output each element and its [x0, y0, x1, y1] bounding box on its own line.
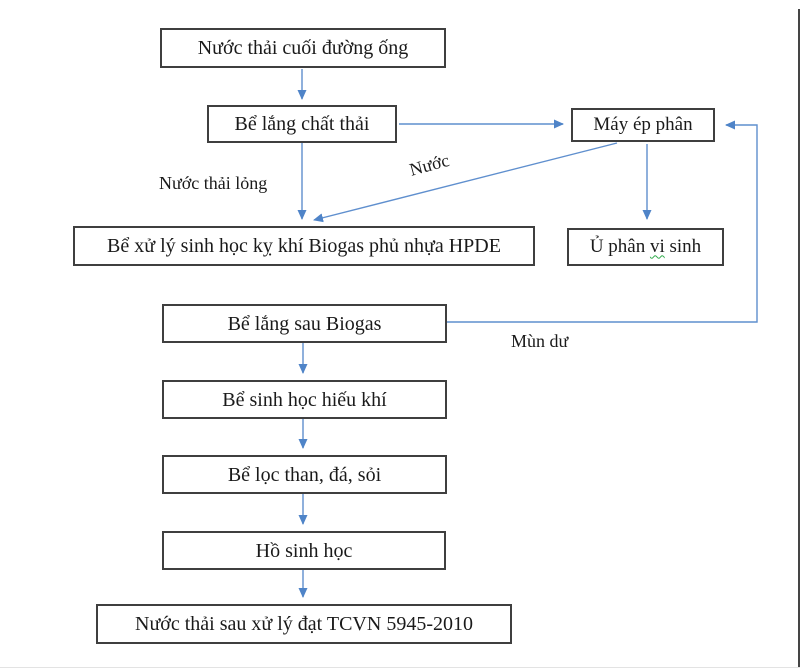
node-settling: Bể lắng chất thải	[207, 105, 397, 143]
node-aerobic: Bể sinh học hiếu khí	[162, 380, 447, 419]
node-output: Nước thải sau xử lý đạt TCVN 5945-2010	[96, 604, 512, 644]
compost-label-suffix: sinh	[664, 235, 702, 257]
node-source: Nước thải cuối đường ống	[160, 28, 446, 68]
node-compost: Ủ phân vi sinh	[567, 228, 724, 266]
arrow-postbiogas-to-press-residue	[447, 120, 758, 323]
compost-label-squiggle-word: vi	[649, 235, 665, 257]
edge-label-residue: Mùn dư	[511, 331, 569, 351]
arrow-press-to-biogas-water	[313, 142, 618, 223]
node-pond: Hồ sinh học	[162, 531, 446, 570]
node-filter: Bể lọc than, đá, sỏi	[162, 455, 447, 494]
compost-label-prefix: Ủ phân	[589, 235, 650, 257]
node-biogas: Bể xử lý sinh học kỵ khí Biogas phủ nhựa…	[73, 226, 535, 266]
node-press: Máy ép phân	[571, 108, 715, 142]
image-right-border	[798, 9, 800, 668]
edge-label-liquid-waste: Nước thải lỏng	[159, 173, 268, 193]
node-post-biogas: Bể lắng sau Biogas	[162, 304, 447, 343]
